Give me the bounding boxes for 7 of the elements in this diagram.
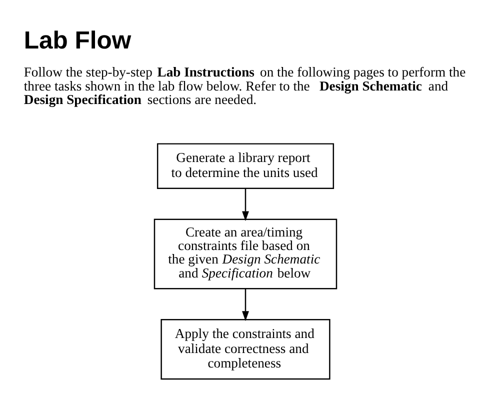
node-box: Create an area/timing constraints file based on the given Design Schematic and Specification below (153, 218, 337, 290)
node-box: Apply the constraints and validate correctness and completeness (160, 319, 330, 380)
diagram-title: Lab Flow (23, 27, 131, 54)
label: Follow the step-by-step Lab Instructions on the following pages to perform the three tasks shown in the lab flow below. Refer to the Design Schematic and Design Specification sections are needed. (23, 64, 466, 107)
arrow (242, 188, 248, 222)
arrow (242, 288, 248, 322)
node-box: Generate a library report to determine the units used (156, 143, 334, 189)
